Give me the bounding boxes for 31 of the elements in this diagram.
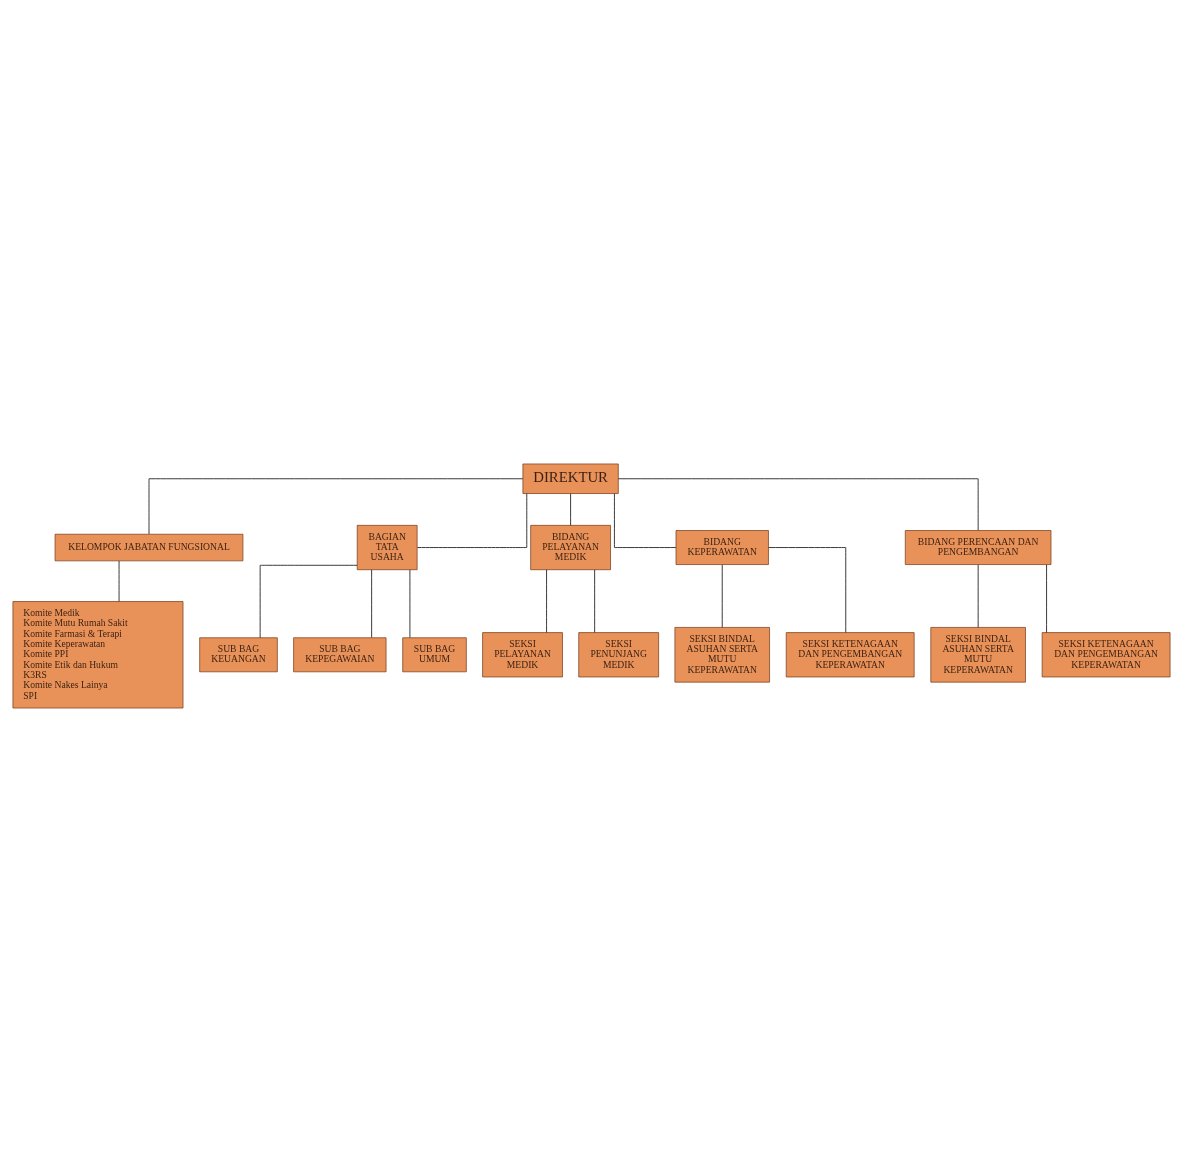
connector [1046, 563, 1048, 633]
node-box: BIDANG PERENCAAN DAN PENGEMBANGAN [904, 529, 1052, 565]
node-box: SEKSI BINDAL ASUHAN SERTA MUTU KEPERAWATAN [674, 626, 770, 682]
connector [570, 492, 572, 526]
connector [409, 568, 411, 638]
node-box: SEKSI PENUNJANG MEDIK [578, 631, 659, 677]
node-box: BIDANG KEPERAWATAN [675, 529, 769, 565]
connector [118, 559, 120, 602]
node-box: SUB BAG UMUM [402, 636, 467, 672]
node-box: SEKSI KETENAGAAN DAN PENGEMBANGAN KEPERAWATAN [785, 631, 915, 677]
node-box: Komite Medik Komite Mutu Rumah Sakit Komite Farmasi & Terapi Komite Keperawatan Komite PPI Komite Etik dan Hukum K3RS Komite Nakes Lainya SPI [12, 600, 184, 708]
connector [546, 568, 548, 633]
node-box: BIDANG PELAYANAN MEDIK [530, 524, 611, 570]
node-box: SUB BAG KEUANGAN [199, 636, 278, 672]
node-box: SEKSI KETENAGAAN DAN PENGEMBANGAN KEPERAWATAN [1041, 631, 1171, 677]
node-box: BAGIAN TATA USAHA [356, 524, 418, 570]
node-box: SUB BAG KEPEGAWAIAN [293, 636, 387, 672]
connector [721, 563, 723, 628]
connector [148, 477, 524, 534]
connector [594, 568, 596, 633]
connector [977, 563, 979, 628]
connector [613, 492, 677, 548]
node-box: SEKSI BINDAL ASUHAN SERTA MUTU KEPERAWATAN [930, 626, 1026, 682]
node-box: KELOMPOK JABATAN FUNGSIONAL [54, 533, 244, 561]
connector [768, 546, 847, 633]
connector [371, 568, 373, 638]
node-box: DIREKTUR [522, 463, 619, 494]
connector [259, 564, 358, 638]
connector [617, 477, 979, 531]
connector [417, 492, 528, 548]
node-box: SEKSI PELAYANAN MEDIK [482, 631, 563, 677]
